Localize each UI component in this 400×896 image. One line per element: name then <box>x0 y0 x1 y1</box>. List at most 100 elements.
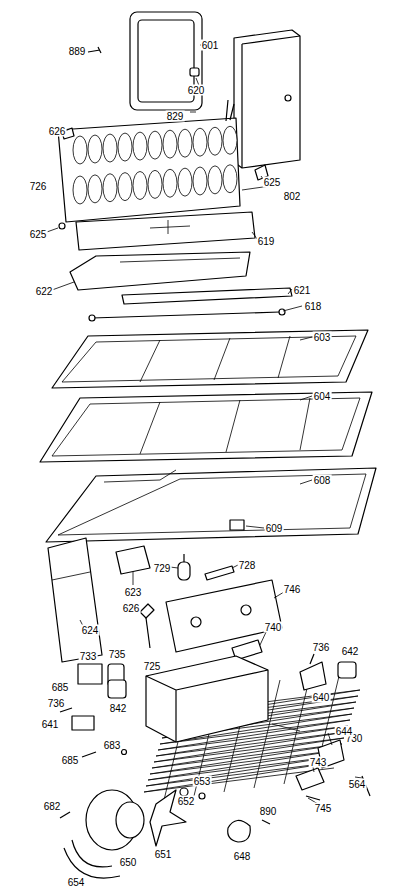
coil-loop <box>103 174 117 202</box>
callout-number: 889 <box>68 46 87 57</box>
panel-hole <box>241 605 251 615</box>
callout-number: 685 <box>61 755 80 766</box>
callout-number: 735 <box>108 649 127 660</box>
callout-number: 625 <box>263 177 282 188</box>
coil-loop <box>118 173 132 201</box>
clip <box>190 68 199 76</box>
coil-loop <box>118 133 132 161</box>
relay-cover <box>78 664 102 684</box>
callout-number: 736 <box>312 642 331 653</box>
screw <box>59 223 65 229</box>
callout-number: 746 <box>283 584 302 595</box>
callout-number: 625 <box>29 229 48 240</box>
callout-number: 743 <box>309 757 328 768</box>
callout-number: 653 <box>193 776 212 787</box>
callout-number: 626 <box>48 126 67 137</box>
drip-tray <box>70 252 250 290</box>
callout-number: 641 <box>41 719 60 730</box>
callout-number: 651 <box>154 849 173 860</box>
callout-number: 609 <box>265 523 284 534</box>
coil-loop <box>178 168 192 196</box>
clip <box>338 662 356 678</box>
cover-box <box>234 30 300 168</box>
rod-end <box>89 315 95 321</box>
lead <box>146 618 150 648</box>
callout-number: 890 <box>259 806 278 817</box>
panel-hole <box>191 617 201 627</box>
rod <box>92 312 280 318</box>
callout-number: 564 <box>348 779 367 790</box>
callout-number: 642 <box>341 646 360 657</box>
callout-number: 644 <box>335 726 354 737</box>
coil-tubes <box>226 100 234 121</box>
tray-edge <box>120 258 240 262</box>
screw <box>60 708 72 712</box>
bracket <box>72 716 94 730</box>
callout-number: 745 <box>314 803 333 814</box>
coil-loop <box>88 135 102 163</box>
callout-number: 725 <box>143 661 162 672</box>
coil-loop <box>148 170 162 198</box>
cover-edge <box>242 36 300 168</box>
coil-loop <box>133 132 147 160</box>
callout-number: 729 <box>153 563 172 574</box>
shelf <box>40 392 372 462</box>
callout-number: 621 <box>293 285 312 296</box>
compressor-edge <box>146 670 268 742</box>
callout-number: 740 <box>264 622 283 633</box>
fan-shroud <box>64 840 120 878</box>
callout-number: 618 <box>304 301 323 312</box>
callout-number: 829 <box>166 111 185 122</box>
cover-knob <box>285 95 291 101</box>
coil-loop <box>103 134 117 162</box>
callout-number: 650 <box>119 857 138 868</box>
shelf <box>52 330 368 388</box>
callout-number: 604 <box>313 391 332 402</box>
grommet <box>228 820 251 842</box>
shelf-ribs <box>52 398 360 456</box>
callout-number: 683 <box>103 740 122 751</box>
evaporator-coils <box>73 126 237 204</box>
coil-loop <box>193 128 207 156</box>
callout-number: 626 <box>122 603 141 614</box>
pan-rim <box>58 470 366 535</box>
callout-number: 624 <box>81 625 100 636</box>
coil-loop <box>163 130 177 158</box>
insulation-panel <box>166 580 282 652</box>
duct-panel <box>48 538 102 662</box>
coil-loop <box>73 136 87 164</box>
pad <box>116 546 150 574</box>
callout-number: 728 <box>238 560 257 571</box>
baffle-plate <box>76 212 255 250</box>
door-panel <box>138 20 194 102</box>
clip <box>230 520 244 530</box>
coil-loop <box>193 167 207 195</box>
coil-loop <box>223 126 237 154</box>
coil-loop <box>148 131 162 159</box>
part <box>108 680 126 698</box>
coil-loop <box>208 127 222 155</box>
callout-number: 802 <box>283 191 302 202</box>
washer <box>199 793 205 799</box>
callout-number: 640 <box>312 692 331 703</box>
rod-end <box>279 309 285 315</box>
bracket <box>296 768 324 790</box>
callout-number: 619 <box>257 236 276 247</box>
callout-number: 608 <box>313 475 332 486</box>
wire-clip <box>205 566 234 580</box>
motor-face <box>116 802 144 838</box>
callout-number: 622 <box>35 286 54 297</box>
shelf-ribs <box>62 336 356 382</box>
baffle-slot <box>150 220 190 234</box>
callout-number: 654 <box>67 877 86 888</box>
coil-loop <box>163 169 177 197</box>
screw <box>262 820 270 824</box>
screw <box>88 47 101 53</box>
lead <box>183 554 184 562</box>
screw <box>82 752 96 757</box>
leader-line <box>44 45 362 804</box>
callout-number: 842 <box>109 703 128 714</box>
callout-number: 685 <box>51 682 70 693</box>
capacitor <box>178 562 190 580</box>
